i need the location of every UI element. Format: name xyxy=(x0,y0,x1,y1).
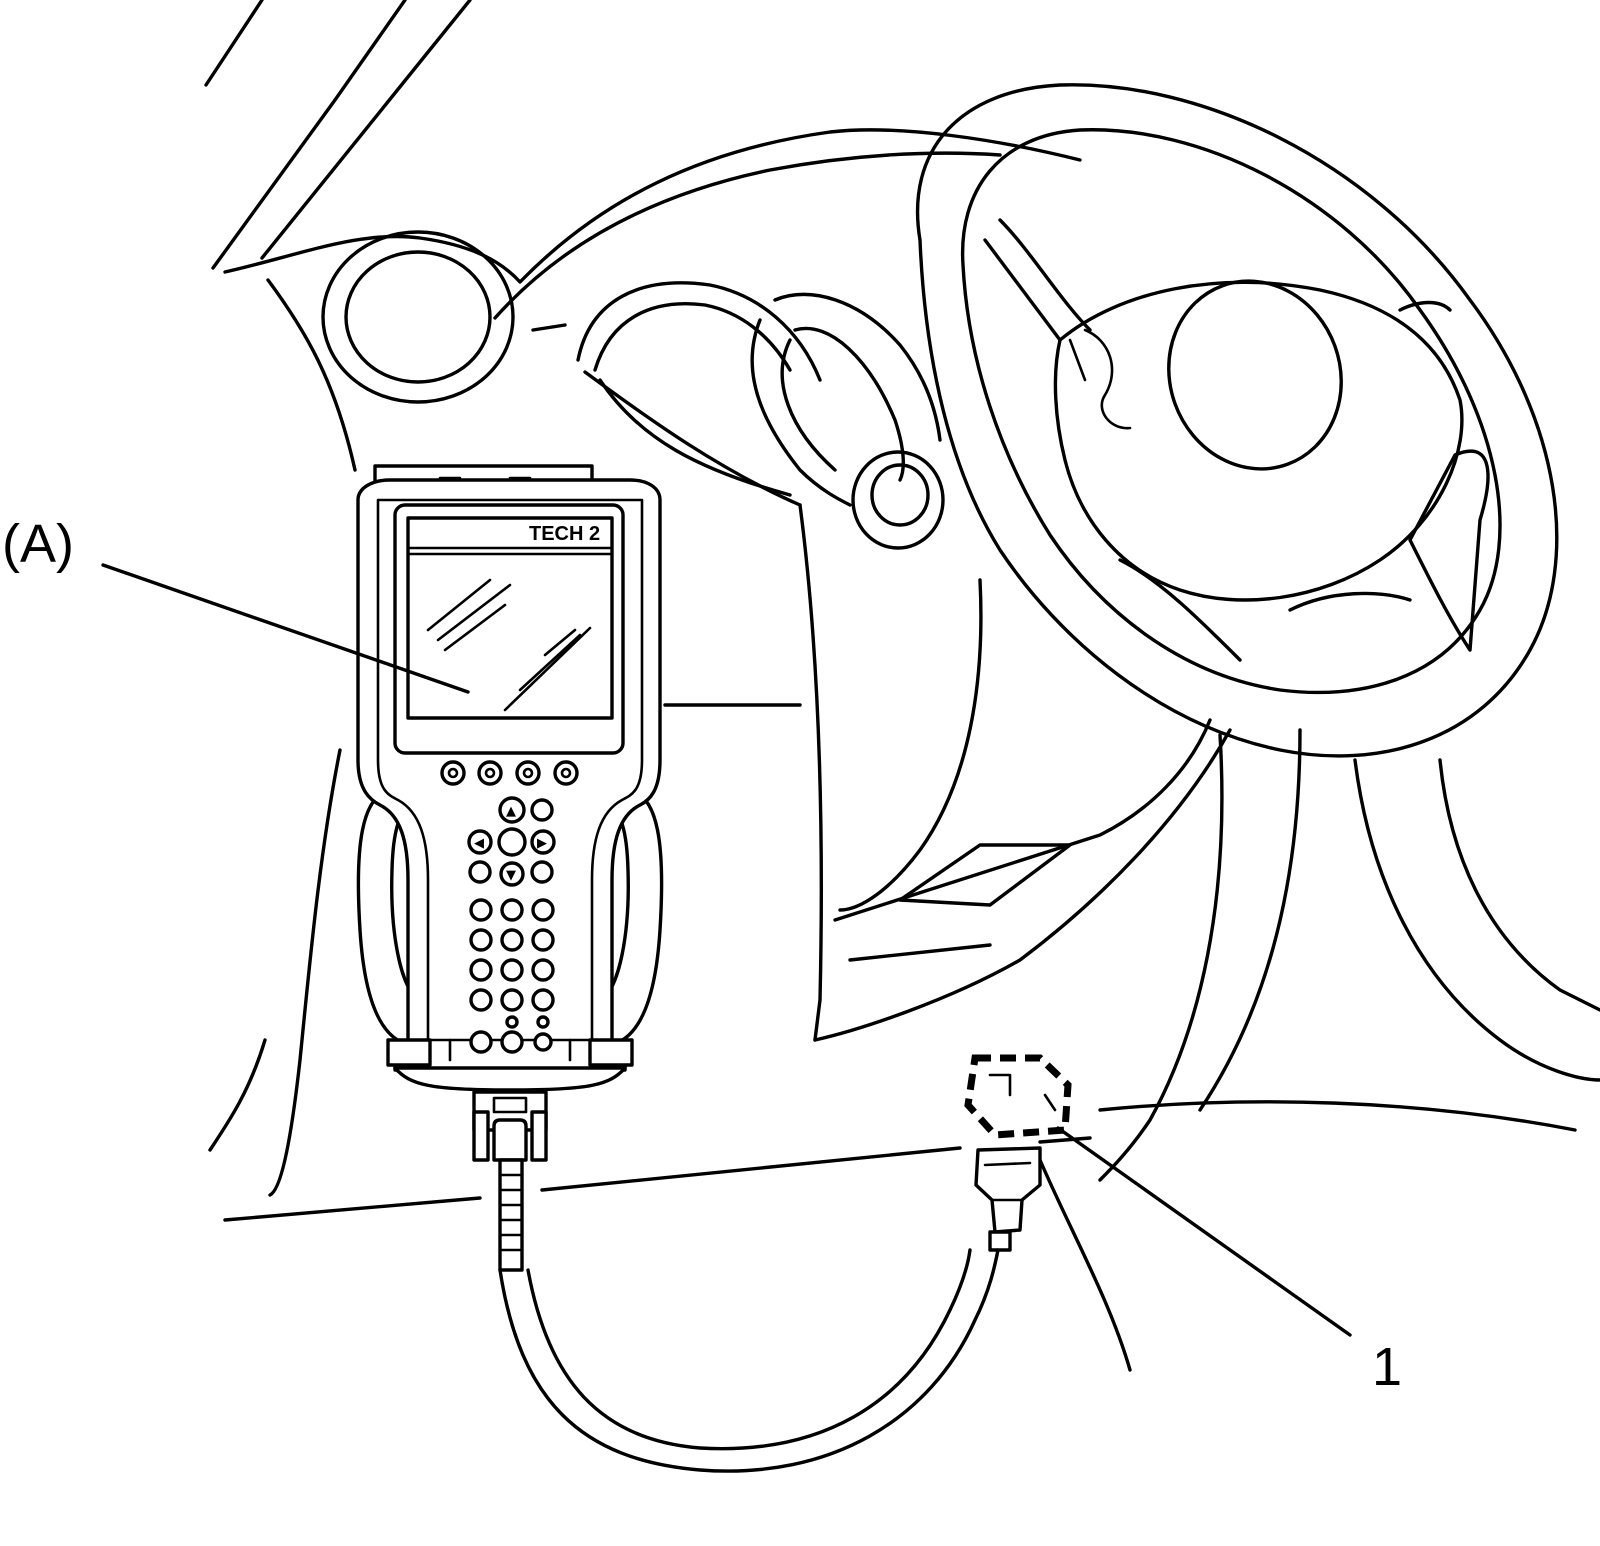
scan-tool: TECH 2 ▲ ▼ ◀ ▶ xyxy=(356,464,664,1272)
diagnostic-connector xyxy=(964,1054,1072,1139)
leader-lines xyxy=(101,563,1352,1337)
callout-1-label: 1 xyxy=(1372,1337,1402,1397)
arrow-right-icon: ▶ xyxy=(537,836,547,851)
air-vent-left xyxy=(321,230,515,404)
diagnostic-cable xyxy=(498,1248,1000,1473)
leader-line-a xyxy=(101,563,470,694)
cable-plug xyxy=(974,1146,1042,1252)
leader-line-1 xyxy=(1056,1126,1352,1337)
lower-dash-panel xyxy=(663,503,1232,1042)
instrument-cluster xyxy=(576,281,822,507)
steering-column-cover xyxy=(750,292,945,550)
dashboard-outline xyxy=(208,128,1092,1222)
arrow-up-icon: ▲ xyxy=(506,804,516,819)
keypad xyxy=(469,898,555,1054)
callout-a-label: (A) xyxy=(2,514,74,574)
function-keys xyxy=(440,760,579,786)
steering-wheel xyxy=(915,83,1559,1182)
right-trim xyxy=(1038,758,1600,1372)
arrow-left-icon: ◀ xyxy=(474,836,484,851)
navigation-pad: ▲ ▼ ◀ ▶ xyxy=(467,796,556,887)
windshield-pillar xyxy=(204,0,472,270)
tool-brand-label: TECH 2 xyxy=(529,523,600,545)
arrow-down-icon: ▼ xyxy=(506,868,516,883)
